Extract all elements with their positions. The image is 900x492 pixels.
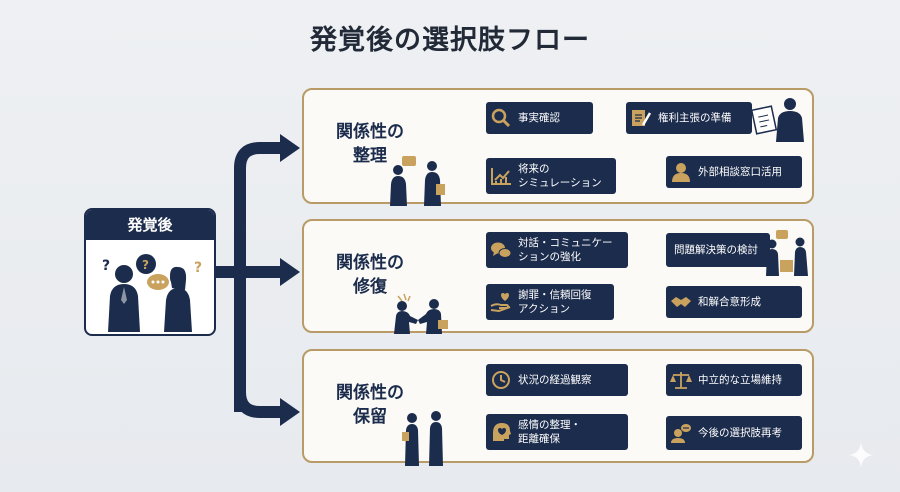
hand-offer-icon: [490, 291, 512, 313]
panel-title: 関係性の 整理: [336, 122, 404, 166]
balance-scale-icon: [670, 369, 692, 391]
node-reconciliation: 和解合意形成: [666, 286, 802, 318]
svg-text:?: ?: [194, 260, 202, 276]
node-problem-solving: 問題解決策の検討: [666, 233, 770, 267]
source-node: 発覚後 ? ? ?: [84, 208, 216, 336]
source-label: 発覚後: [86, 210, 214, 240]
person-thinking-icon: [670, 422, 692, 444]
diagram-title: 発覚後の選択肢フロー: [310, 25, 590, 56]
node-rights-preparation: 権利主張の準備: [626, 102, 752, 134]
arrowhead-repair: [280, 258, 300, 286]
document-pen-icon: [630, 107, 652, 129]
node-reconsider-options: 今後の選択肢再考: [666, 416, 802, 450]
node-apology-trust: 謝罪・信頼回復 アクション: [486, 284, 614, 320]
node-emotion-distance: 感情の整理・ 距離確保: [486, 414, 628, 450]
magnifier-icon: [490, 107, 512, 129]
heart-head-icon: [490, 421, 512, 443]
panel-title: 関係性の 保留: [336, 383, 404, 427]
svg-text:?: ?: [142, 258, 149, 272]
arrowhead-hold: [280, 398, 300, 426]
confused-couple-illustration: ? ? ?: [102, 254, 202, 332]
collaboration-people-illustration: [766, 230, 808, 276]
node-external-consultation: 外部相談窓口活用: [666, 156, 802, 188]
handshake-icon: [670, 291, 692, 313]
handshake-people-illustration: [394, 293, 448, 334]
person-with-document-illustration: [750, 98, 804, 142]
clock-icon: [490, 369, 512, 391]
node-neutral-stance: 中立的な立場維持: [666, 364, 802, 396]
discussion-people-illustration: [390, 156, 445, 206]
growth-chart-icon: [490, 165, 512, 187]
svg-text:?: ?: [102, 258, 110, 274]
arrowhead-organize: [280, 134, 300, 162]
person-icon: [670, 161, 692, 183]
panel-title: 関係性の 修復: [336, 253, 404, 297]
node-future-simulation: 将来の シミュレーション: [486, 158, 616, 194]
node-dialogue-strengthening: 対話・コミュニケー ションの強化: [486, 232, 628, 268]
standing-people-illustration: [402, 411, 443, 466]
node-fact-check: 事実確認: [486, 102, 593, 134]
chat-bubbles-icon: [490, 239, 512, 261]
node-watch-situation: 状況の経過観察: [486, 364, 628, 396]
sparkle-icon: [848, 442, 874, 468]
